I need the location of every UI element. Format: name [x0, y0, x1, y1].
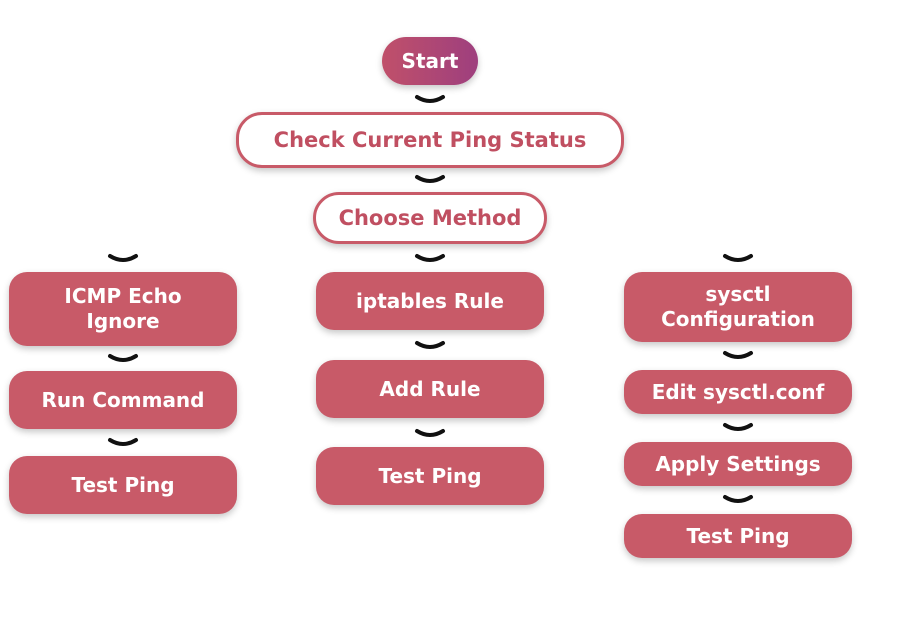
sysctl-step-apply-settings: Apply Settings: [624, 442, 852, 486]
sysctl-step-edit-conf: Edit sysctl.conf: [624, 370, 852, 414]
sysctl-step-test-ping: Test Ping: [624, 514, 852, 558]
chevron-down-icon: [108, 354, 138, 362]
start-node: Start: [382, 37, 478, 85]
chevron-down-icon: [415, 341, 445, 349]
chevron-down-icon: [723, 423, 753, 431]
method-sysctl-node: sysctl Configuration: [624, 272, 852, 342]
iptables-step-add-rule-label: Add Rule: [379, 376, 481, 401]
check-status-label: Check Current Ping Status: [273, 127, 587, 152]
choose-method-label: Choose Method: [338, 205, 522, 230]
chevron-down-icon: [723, 495, 753, 503]
method-icmp-label: ICMP Echo Ignore: [64, 284, 182, 333]
chevron-down-icon: [415, 254, 445, 262]
icmp-step-test-ping-label: Test Ping: [71, 472, 175, 497]
sysctl-step-edit-conf-label: Edit sysctl.conf: [651, 379, 825, 404]
method-iptables-node: iptables Rule: [316, 272, 544, 330]
method-icmp-node: ICMP Echo Ignore: [9, 272, 237, 346]
start-label: Start: [401, 48, 459, 73]
iptables-step-test-ping-label: Test Ping: [378, 463, 482, 488]
chevron-down-icon: [415, 95, 445, 103]
sysctl-step-test-ping-label: Test Ping: [686, 523, 790, 548]
icmp-step-run-command-label: Run Command: [41, 387, 205, 412]
icmp-step-test-ping: Test Ping: [9, 456, 237, 514]
chevron-down-icon: [415, 175, 445, 183]
iptables-step-add-rule: Add Rule: [316, 360, 544, 418]
chevron-down-icon: [415, 429, 445, 437]
chevron-down-icon: [108, 254, 138, 262]
method-sysctl-label: sysctl Configuration: [661, 282, 815, 331]
choose-method-node: Choose Method: [313, 192, 547, 244]
sysctl-step-apply-settings-label: Apply Settings: [655, 451, 821, 476]
check-status-node: Check Current Ping Status: [236, 112, 624, 168]
icmp-step-run-command: Run Command: [9, 371, 237, 429]
iptables-step-test-ping: Test Ping: [316, 447, 544, 505]
chevron-down-icon: [723, 351, 753, 359]
chevron-down-icon: [723, 254, 753, 262]
chevron-down-icon: [108, 438, 138, 446]
method-iptables-label: iptables Rule: [356, 288, 504, 313]
